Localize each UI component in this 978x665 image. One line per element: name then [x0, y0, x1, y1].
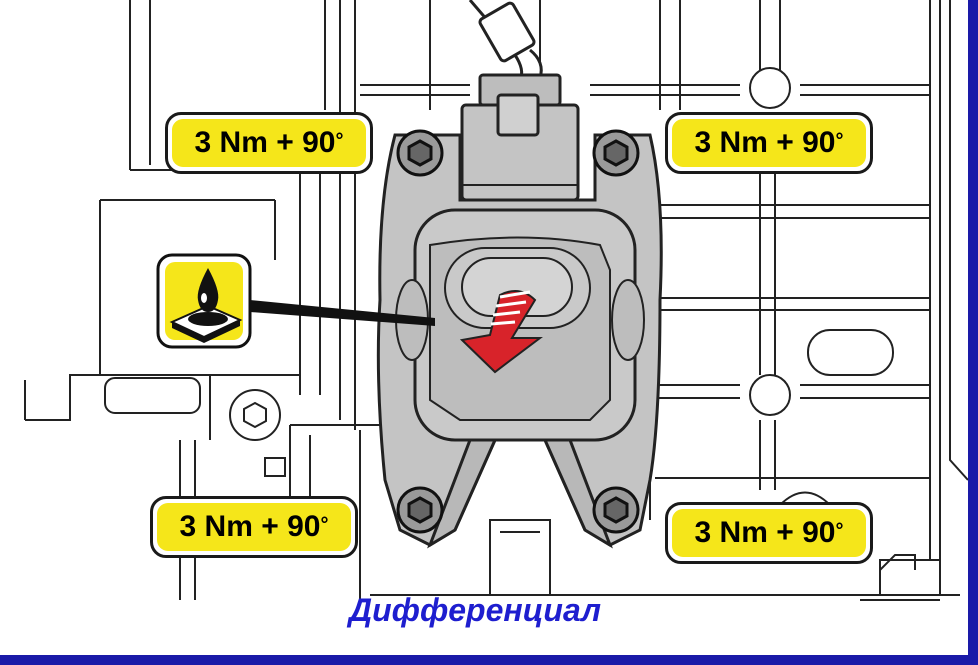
torque-badge-bottom-left: 3 Nm + 90° — [150, 496, 358, 558]
bolt-icon — [396, 129, 640, 534]
leader-line — [250, 300, 435, 326]
torque-badge-top-left: 3 Nm + 90° — [165, 112, 373, 174]
torque-label: 3 Nm + 90° — [672, 119, 866, 167]
diagram-caption: Дифференциал — [348, 592, 602, 628]
cable-connector — [468, 0, 543, 81]
torque-badge-bottom-right: 3 Nm + 90° — [665, 502, 873, 564]
torque-label: 3 Nm + 90° — [672, 509, 866, 557]
oil-drop-on-surface-icon — [156, 253, 252, 349]
torque-label: 3 Nm + 90° — [157, 503, 351, 551]
frame-border-right — [968, 0, 978, 665]
torque-label: 3 Nm + 90° — [172, 119, 366, 167]
torque-badge-top-right: 3 Nm + 90° — [665, 112, 873, 174]
background-structure — [24, 0, 969, 601]
striped-red-arrow-icon — [459, 290, 543, 374]
frame-border-bottom — [0, 655, 978, 665]
